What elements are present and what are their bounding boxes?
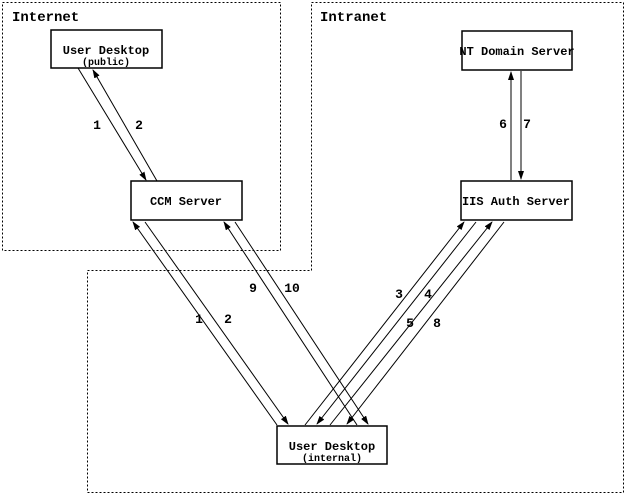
arrow-5-internal-desktop-to-iis bbox=[329, 221, 493, 426]
flow-label-10: 10 bbox=[284, 281, 300, 296]
node-ccm-server: CCM Server bbox=[130, 180, 243, 221]
node-nt-domain-server: NT Domain Server bbox=[459, 30, 575, 71]
flow-label-6: 6 bbox=[499, 117, 507, 132]
node-iis-auth-server: IIS Auth Server bbox=[460, 180, 573, 221]
arrow-2-ccm-to-public-desktop bbox=[92, 69, 158, 182]
arrow-10-ccm-to-internal-desktop bbox=[234, 221, 369, 425]
intranet-region-border bbox=[87, 2, 624, 493]
flow-label-4: 4 bbox=[424, 287, 432, 302]
iis-auth-server-box bbox=[460, 180, 573, 221]
user-desktop-public-subtitle: (public) bbox=[82, 57, 130, 69]
flow-label-9: 9 bbox=[249, 281, 257, 296]
flow-label-2-public: 2 bbox=[135, 118, 143, 133]
node-user-desktop-public: User Desktop (public) bbox=[50, 29, 163, 69]
arrow-9-internal-desktop-to-ccm bbox=[223, 221, 358, 426]
arrow-8-iis-to-internal-desktop bbox=[346, 221, 505, 425]
flow-label-1-internal: 1 bbox=[195, 312, 203, 327]
arrow-1-internal-desktop-to-ccm bbox=[132, 221, 278, 426]
arrow-3-internal-desktop-to-iis bbox=[304, 221, 465, 426]
intranet-region-label: Intranet bbox=[320, 10, 387, 26]
user-desktop-public-box bbox=[50, 29, 163, 69]
arrow-1-public-desktop-to-ccm bbox=[77, 67, 147, 181]
nt-domain-server-box bbox=[461, 30, 573, 71]
ccm-server-title: CCM Server bbox=[150, 195, 222, 209]
user-desktop-internal-box bbox=[276, 425, 388, 465]
ccm-server-box bbox=[130, 180, 243, 221]
flow-label-1-public: 1 bbox=[93, 118, 101, 133]
flow-label-5: 5 bbox=[406, 316, 414, 331]
internet-region-border bbox=[2, 2, 281, 251]
flow-label-3: 3 bbox=[395, 287, 403, 302]
internet-region-label: Internet bbox=[12, 10, 79, 26]
user-desktop-internal-title: User Desktop bbox=[289, 440, 375, 454]
user-desktop-public-title: User Desktop bbox=[63, 44, 149, 58]
iis-auth-server-title: IIS Auth Server bbox=[462, 195, 570, 209]
user-desktop-internal-subtitle: (internal) bbox=[302, 453, 362, 465]
flow-label-7: 7 bbox=[523, 117, 531, 132]
nt-domain-server-title: NT Domain Server bbox=[459, 45, 574, 59]
node-user-desktop-internal: User Desktop (internal) bbox=[276, 425, 388, 465]
arrow-2-ccm-to-internal-desktop bbox=[144, 221, 289, 425]
arrow-4-iis-to-internal-desktop bbox=[316, 221, 477, 425]
flow-label-8: 8 bbox=[433, 316, 441, 331]
flow-label-2-internal: 2 bbox=[224, 312, 232, 327]
